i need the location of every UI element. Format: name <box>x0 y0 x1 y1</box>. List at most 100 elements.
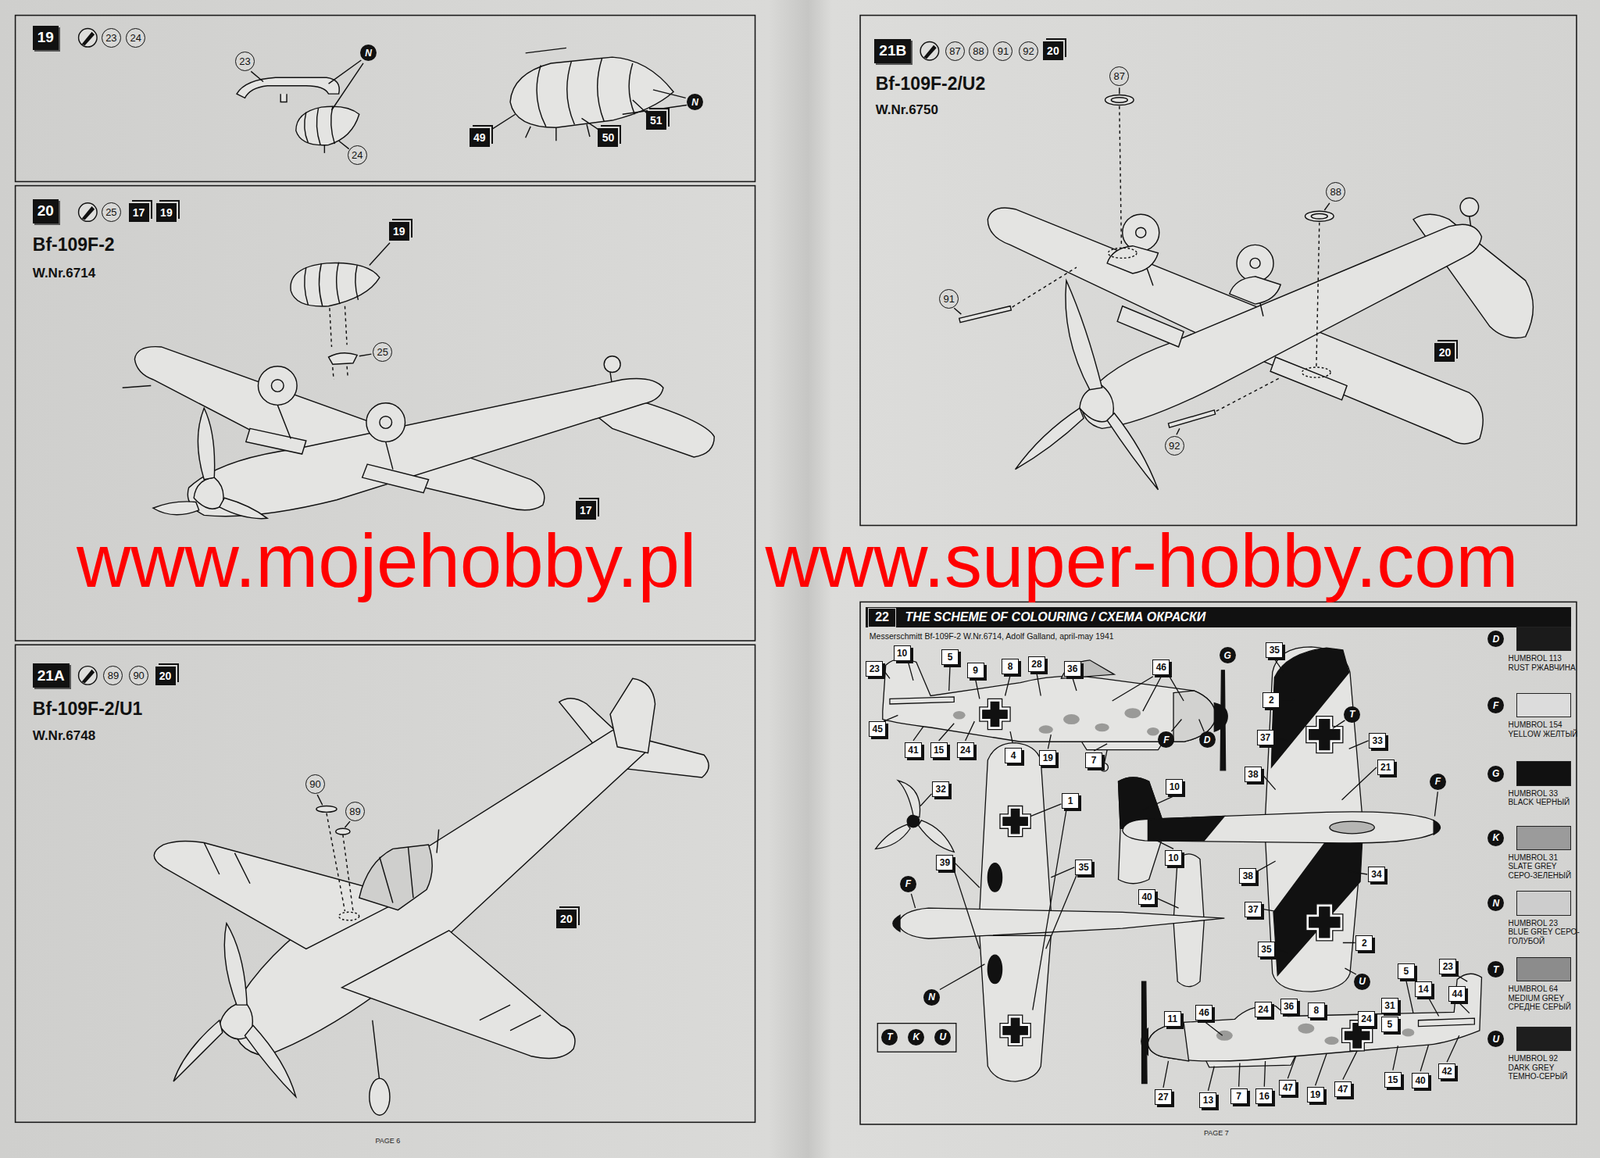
line-art <box>379 846 414 904</box>
label-text: PAGE 6 <box>375 1136 400 1145</box>
label-text: 15 <box>933 744 944 756</box>
label-text: Bf-109F-2/U2 <box>875 73 986 95</box>
label-text: 50 <box>602 131 615 144</box>
paint-code: T <box>1487 960 1504 978</box>
line-art <box>1297 1023 1315 1034</box>
werknummer: W.Nr.6714 <box>32 264 97 283</box>
line-art <box>1316 222 1320 367</box>
line-art <box>1122 811 1438 843</box>
line-art <box>1271 647 1349 768</box>
label-text: T <box>886 1031 893 1043</box>
color-swatch <box>1516 890 1572 915</box>
decal-number: 24 <box>1254 1001 1272 1018</box>
part-reference: 19 <box>389 221 410 241</box>
callout-number: 87 <box>1109 66 1129 86</box>
label-text: 92 <box>1168 439 1180 452</box>
label-text: K <box>1492 832 1500 843</box>
line-art <box>1110 97 1128 104</box>
decal-number: 35 <box>1075 859 1093 875</box>
line-art <box>1273 840 1363 975</box>
line-art <box>892 914 900 932</box>
line-art <box>324 144 325 153</box>
label-text: 20 <box>560 912 573 925</box>
line-art <box>290 263 380 307</box>
step21a-aircraft <box>153 678 709 1115</box>
label-text: U <box>1492 1033 1500 1045</box>
label-text: 11 <box>1167 1013 1178 1025</box>
line-art <box>982 701 1008 726</box>
line-art <box>1306 716 1343 754</box>
line-art <box>1094 723 1109 732</box>
line-art <box>1265 646 1363 817</box>
label-text: 33 <box>1372 735 1383 747</box>
label-text: 19 <box>1042 752 1054 764</box>
heading-band: THE SCHEME OF COLOURING / СХЕМА ОКРАСКИ2… <box>865 607 1572 628</box>
callout-number: 24 <box>347 145 368 165</box>
legend-text: HUMBROL 33 BLACK ЧЕРНЫЙ <box>1507 789 1580 808</box>
label-text: 91 <box>942 292 954 305</box>
label-text: W.Nr.6750 <box>875 102 939 118</box>
line-art <box>219 497 268 518</box>
decal-number: 39 <box>935 854 954 871</box>
line-art <box>1107 413 1158 490</box>
legend-text: HUMBROL 154 YELLOW ЖЕЛТЫЙ <box>1507 720 1580 739</box>
line-art <box>1344 1023 1369 1048</box>
line-art <box>1250 257 1261 268</box>
line-art <box>187 378 664 516</box>
line-art <box>224 923 247 1005</box>
line-art <box>193 477 224 509</box>
label-text: 35 <box>1269 644 1280 656</box>
line-art <box>920 42 940 61</box>
label-text: 25 <box>105 206 117 218</box>
label-text: 10 <box>896 647 908 659</box>
part-reference: 17 <box>128 203 150 222</box>
label-text: 24 <box>129 32 141 44</box>
line-art <box>304 106 336 146</box>
line-art <box>369 242 390 266</box>
label-text: 23 <box>239 55 250 68</box>
label-text: T <box>1492 964 1499 975</box>
label-text: 8 <box>1007 660 1014 672</box>
label-text: 8 <box>1314 1004 1320 1016</box>
line-art <box>78 666 98 686</box>
label-text: 91 <box>997 45 1009 58</box>
line-art <box>979 935 1051 1082</box>
decal-number: 24 <box>957 742 975 758</box>
label-text: W.Nr.6748 <box>32 728 96 744</box>
line-art <box>603 356 621 373</box>
part-reference: 20 <box>1042 41 1064 61</box>
line-art <box>860 15 1577 526</box>
label-text: 87 <box>1114 70 1125 83</box>
decal-number: 45 <box>868 721 886 737</box>
paint-code: F <box>900 875 917 893</box>
line-art <box>326 813 354 911</box>
label-text: 36 <box>1067 663 1078 675</box>
werknummer: W.Nr.6748 <box>32 727 97 745</box>
line-art <box>1402 1028 1415 1036</box>
label-text: F <box>1435 775 1441 787</box>
paint-code: U <box>1487 1030 1504 1047</box>
color-swatch <box>1516 760 1572 786</box>
profile-left-side <box>882 659 1228 772</box>
decal-number: 35 <box>1257 941 1275 958</box>
line-art <box>1216 1030 1233 1041</box>
decal-number: 19 <box>1307 1086 1325 1103</box>
line-art <box>122 385 152 389</box>
label-text: D <box>1492 633 1500 645</box>
line-art <box>82 207 94 220</box>
watermark: www.super-hobby.com <box>765 523 1519 599</box>
part-reference: 20 <box>556 909 577 929</box>
decal-number: 7 <box>1085 752 1103 768</box>
decal-number: 36 <box>1280 998 1298 1015</box>
label-text: Bf-109F-2/U1 <box>32 698 143 720</box>
label-text: 45 <box>872 723 883 735</box>
callout-number: 89 <box>345 801 365 822</box>
line-art <box>918 820 955 852</box>
step19-spinner <box>236 47 687 153</box>
label-text: www.super-hobby.com <box>765 523 1519 599</box>
label-text: 25 <box>377 346 389 358</box>
callout-number: 24 <box>125 28 146 48</box>
line-art <box>1229 276 1281 304</box>
step-number-box: 21A <box>32 663 70 688</box>
line-art <box>316 806 337 813</box>
